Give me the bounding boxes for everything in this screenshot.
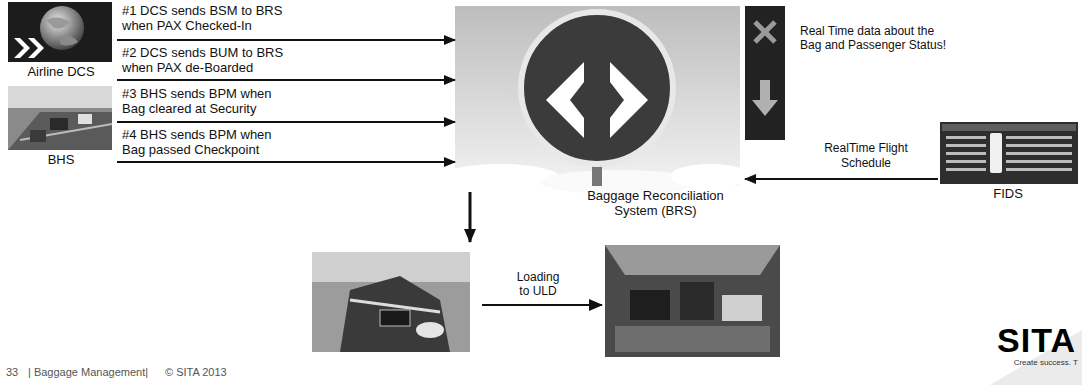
node-label: Airline DCS xyxy=(5,64,117,79)
screen-row xyxy=(1006,136,1072,139)
cloud xyxy=(670,164,750,188)
bag xyxy=(50,118,68,130)
hold-ceiling xyxy=(605,245,780,275)
sign-arrow xyxy=(546,62,584,138)
flow-arrow xyxy=(482,304,602,306)
chevron xyxy=(14,38,30,58)
worker xyxy=(340,276,450,352)
globe xyxy=(40,6,84,50)
uld-floor xyxy=(615,326,770,352)
edge-label: #4 BHS sends BPM when Bag passed Checkpo… xyxy=(122,127,294,157)
system-picture: BHS xyxy=(5,84,117,170)
down-mark xyxy=(752,80,778,116)
edge-label: #3 BHS sends BPM when Bag cleared at Sec… xyxy=(122,86,294,116)
bag xyxy=(78,114,92,124)
screen-row xyxy=(1006,144,1072,147)
callout-note: Real Time data about the Bag and Passeng… xyxy=(800,24,952,52)
photo-ground xyxy=(605,245,780,357)
screen xyxy=(940,122,1078,184)
message-arrow xyxy=(117,161,455,163)
message-arrow xyxy=(745,178,938,180)
screen-row xyxy=(1006,152,1072,155)
flow-arrow xyxy=(469,192,472,242)
message-arrow xyxy=(117,121,455,123)
screen-row xyxy=(946,168,986,171)
central-system: Baggage Reconciliation System (BRS) xyxy=(455,4,745,224)
photo-background xyxy=(312,252,470,282)
handset xyxy=(990,133,1002,173)
bag xyxy=(722,295,762,321)
copyright: © SITA 2013 xyxy=(165,366,227,379)
cross-mark xyxy=(755,22,775,42)
bag xyxy=(680,282,714,320)
chevron xyxy=(28,38,44,58)
node-label: Baggage Reconciliation System (BRS) xyxy=(573,188,738,218)
uld-photo xyxy=(605,245,780,357)
message-arrow xyxy=(117,39,455,41)
node-label: BHS xyxy=(5,152,117,167)
brand-logo: SITA xyxy=(997,320,1076,361)
bag xyxy=(30,130,46,142)
footer-text: | Baggage Management| xyxy=(28,366,148,379)
message-arrow xyxy=(117,79,455,81)
edge-label: #2 DCS sends BUM to BRS when PAX de-Boar… xyxy=(122,45,294,75)
fids-picture xyxy=(940,122,1078,184)
screen-row xyxy=(946,136,986,139)
sign-arrow xyxy=(610,62,648,138)
bag xyxy=(630,290,670,320)
screen-row xyxy=(1006,160,1072,163)
cross-mark xyxy=(755,22,775,42)
picture-ground xyxy=(745,6,785,140)
picture-ground xyxy=(8,86,112,150)
bhs-picture xyxy=(8,86,112,150)
brs-picture xyxy=(440,6,750,194)
brand-tagline: Create success. T xyxy=(1014,358,1078,368)
dcs-picture xyxy=(8,2,112,62)
hall-wall xyxy=(8,86,112,108)
globe-land xyxy=(46,17,70,28)
edge-label: RealTime Flight Schedule xyxy=(818,141,914,171)
screen-header xyxy=(942,124,1076,131)
screen-row xyxy=(946,160,986,163)
handheld-scanner xyxy=(380,310,410,326)
edge-label: #1 DCS sends BSM to BRS when PAX Checked… xyxy=(122,3,294,33)
status-picture xyxy=(745,6,785,140)
system-picture: FIDS xyxy=(938,120,1078,204)
scanning-photo xyxy=(312,252,470,352)
picture-ground xyxy=(8,2,112,62)
globe-land xyxy=(60,36,78,46)
conveyor xyxy=(8,112,112,150)
screen-row xyxy=(1006,168,1072,171)
screen-row xyxy=(946,144,986,147)
flow-label: Loading to ULD xyxy=(512,270,564,298)
sky xyxy=(455,6,740,186)
system-picture: Airline DCS xyxy=(5,2,117,82)
road-sign xyxy=(521,12,673,164)
node-label: FIDS xyxy=(938,186,1078,201)
hand xyxy=(416,322,444,338)
screen-row xyxy=(946,152,986,155)
page-number: 33 xyxy=(6,366,18,379)
photo-ground xyxy=(312,252,470,352)
cloud xyxy=(440,164,560,192)
